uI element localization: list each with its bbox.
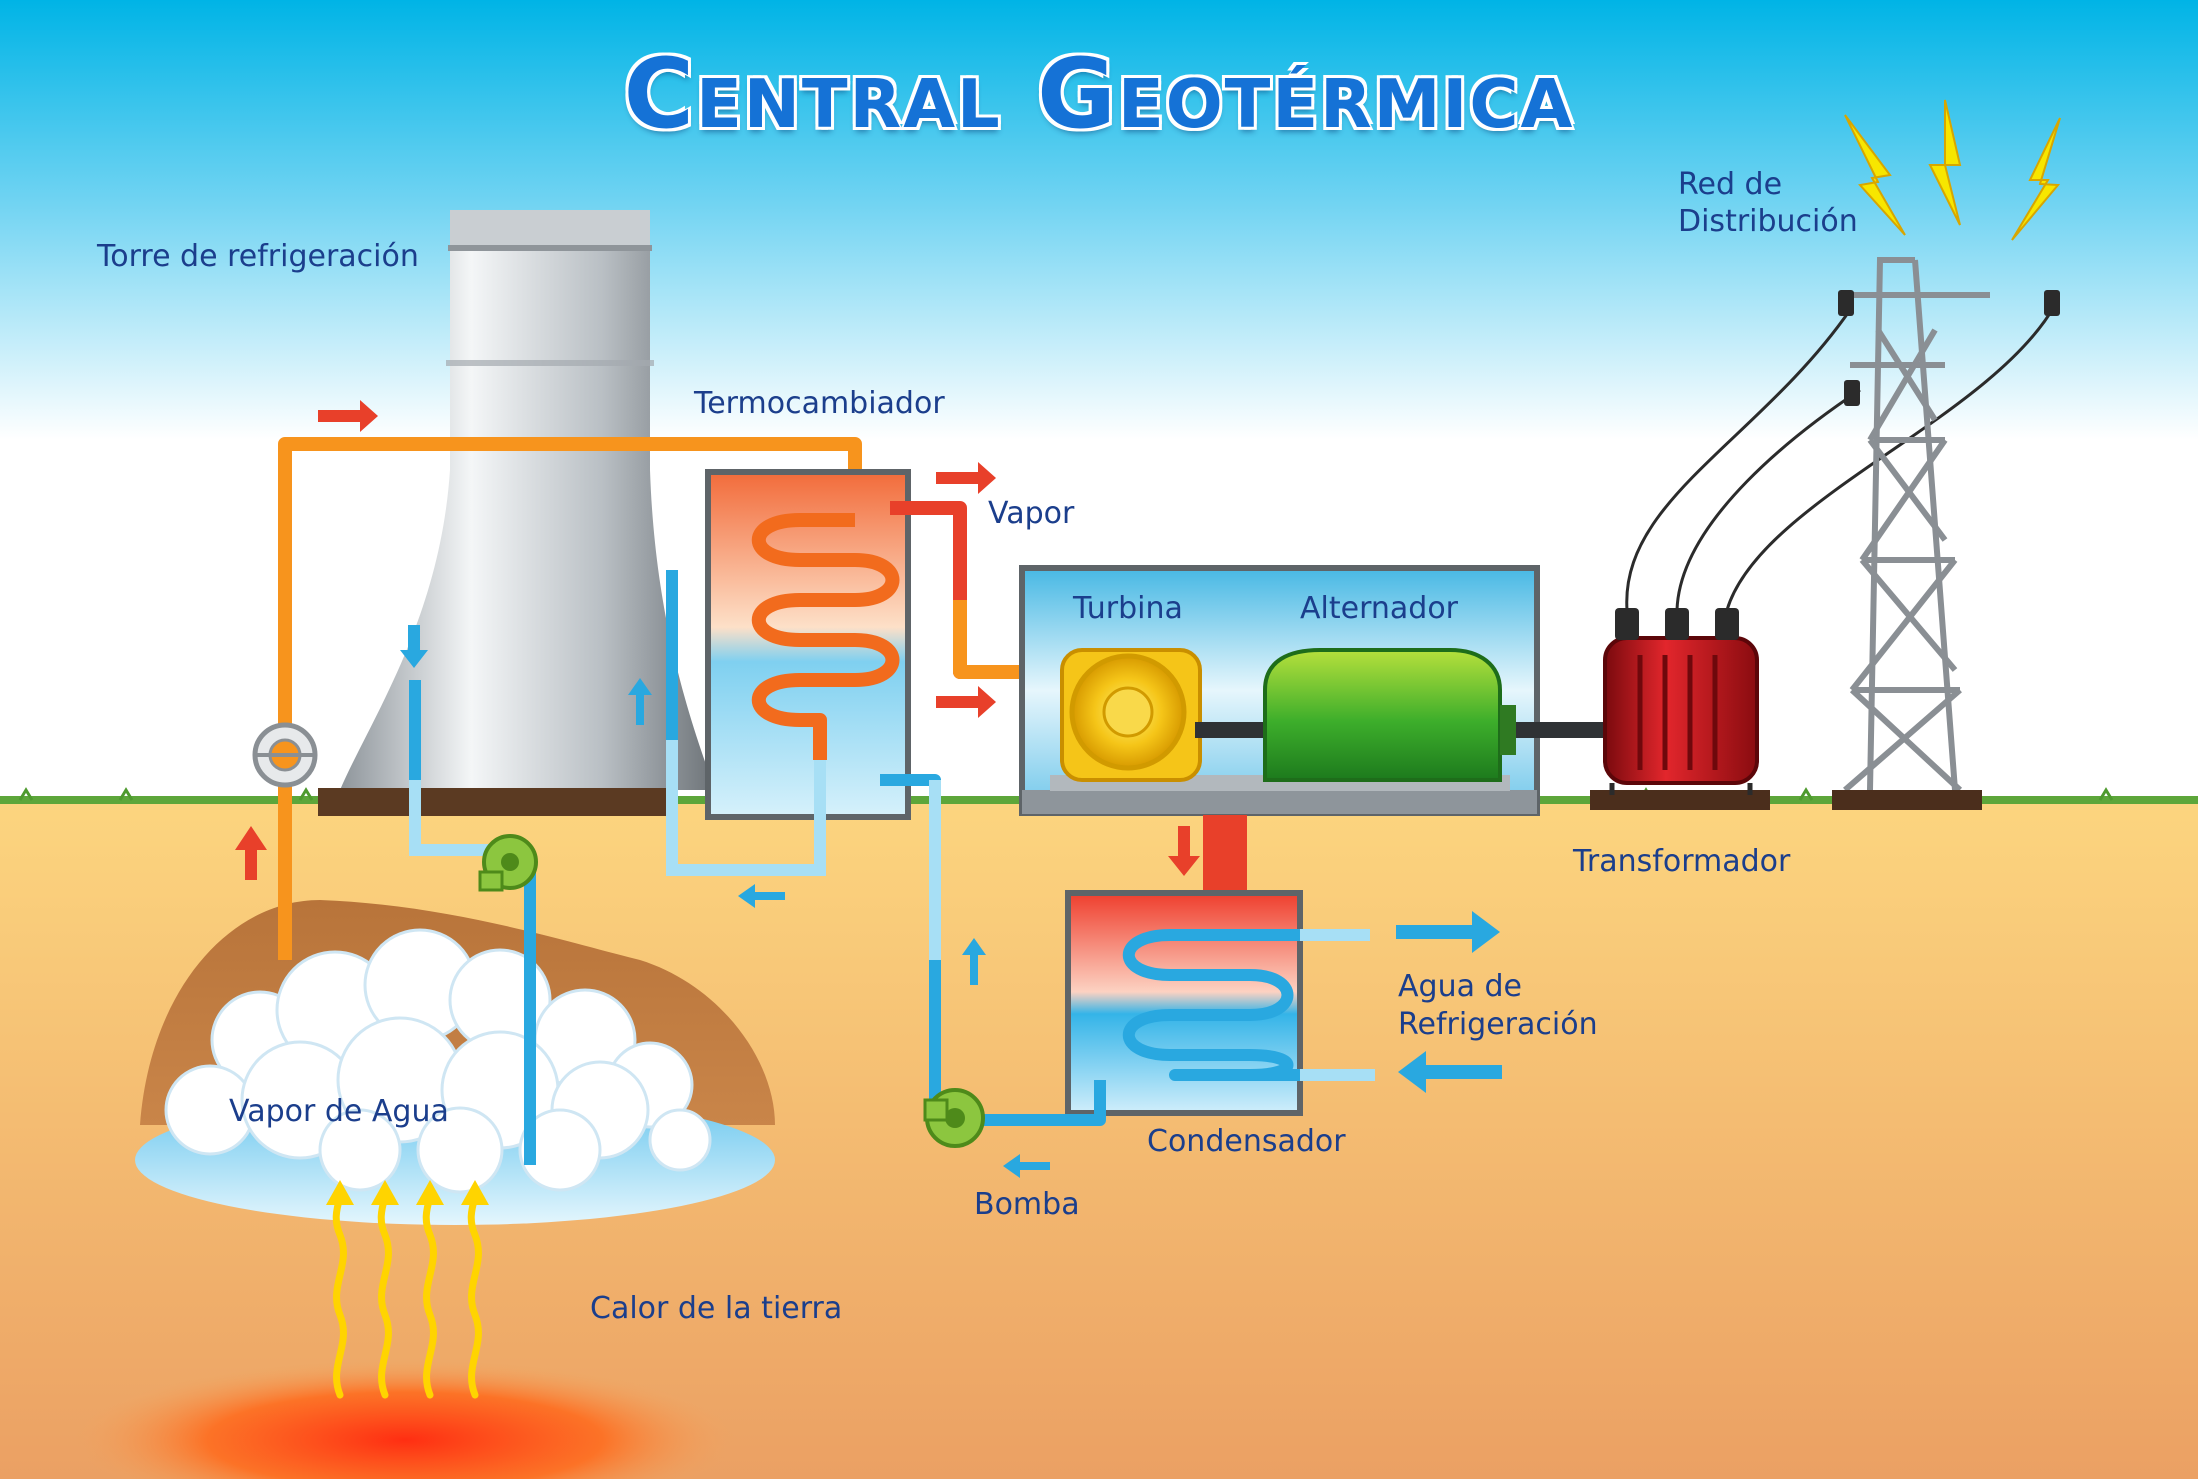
transformer-ribs (1637, 655, 1718, 770)
label-steam: Vapor (988, 496, 1075, 531)
pylon-base (1832, 790, 1982, 810)
label-heat-exchanger: Termocambiador (694, 386, 945, 421)
transformer-base (1590, 790, 1770, 810)
steam-clouds (164, 928, 712, 1194)
label-water-vapor: Vapor de Agua (229, 1094, 449, 1129)
transformer-bushings (1615, 608, 1739, 640)
condenser-coil (1122, 929, 1375, 1081)
label-condenser: Condensador (1147, 1124, 1346, 1159)
hall-floor (1022, 790, 1537, 814)
label-turbine: Turbina (1073, 591, 1183, 626)
valve-icon (252, 722, 318, 788)
label-cooling-tower: Torre de refrigeración (97, 239, 419, 274)
label-grid-line2: Distribución (1678, 204, 1858, 239)
cooling-tower-base (318, 788, 670, 816)
label-pump: Bomba (974, 1187, 1080, 1222)
condensate-pipe (880, 774, 1106, 1126)
label-grid-line1: Red de (1678, 167, 1783, 202)
pump-icon (923, 1088, 985, 1148)
label-alternator: Alternador (1300, 591, 1459, 626)
flow-arrow-icon (235, 400, 1200, 880)
label-cooling-water-line1: Agua de (1398, 969, 1522, 1004)
heat-wave-tips (326, 1180, 489, 1205)
label-earth-heat: Calor de la tierra (590, 1291, 843, 1326)
earth-heat-glow (75, 1360, 735, 1479)
flow-arrow-icon (400, 625, 1502, 1178)
output-shaft (1495, 722, 1605, 738)
label-transformer: Transformador (1573, 844, 1791, 879)
shaft (1195, 722, 1265, 738)
cooling-tower (340, 210, 715, 790)
transmission-pylon (1840, 257, 1990, 793)
insulators (1838, 290, 2060, 406)
lightning-bolt-icon (1844, 99, 2061, 241)
heat-exchanger-coil (751, 513, 900, 760)
transformer (1603, 636, 1759, 785)
pump-icon (478, 834, 538, 892)
alternator (1263, 648, 1502, 782)
cooling-tower-top (450, 210, 650, 250)
heat-wave-icon (332, 1193, 482, 1399)
label-cooling-water-line2: Refrigeración (1398, 1007, 1598, 1042)
page-title: Central Geotérmica (623, 38, 1575, 150)
